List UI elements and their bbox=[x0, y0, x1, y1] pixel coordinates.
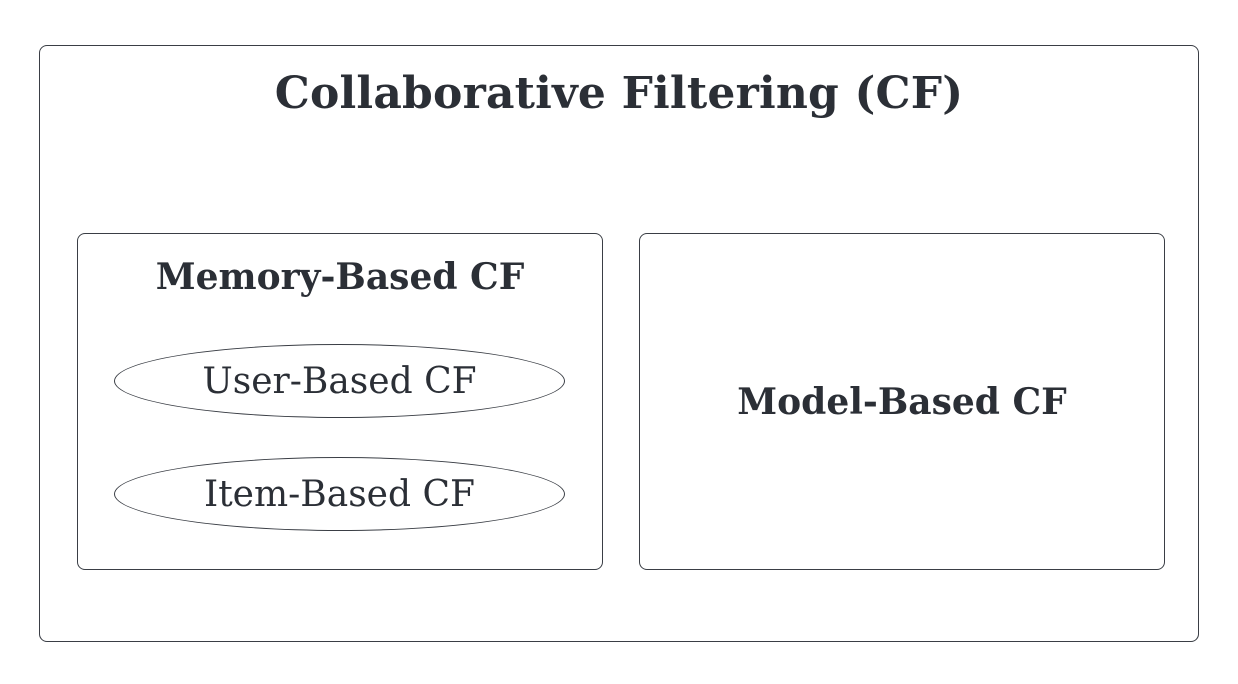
model-based-cf-title: Model-Based CF bbox=[737, 380, 1067, 423]
collaborative-filtering-container: Collaborative Filtering (CF) Memory-Base… bbox=[39, 45, 1199, 642]
memory-based-cf-box: Memory-Based CF User-Based CF Item-Based… bbox=[77, 233, 603, 570]
diagram-title: Collaborative Filtering (CF) bbox=[274, 68, 964, 119]
memory-based-cf-title: Memory-Based CF bbox=[155, 256, 525, 298]
user-based-cf-node: User-Based CF bbox=[114, 344, 565, 418]
item-based-cf-node: Item-Based CF bbox=[114, 457, 565, 531]
model-based-cf-box: Model-Based CF bbox=[639, 233, 1165, 570]
